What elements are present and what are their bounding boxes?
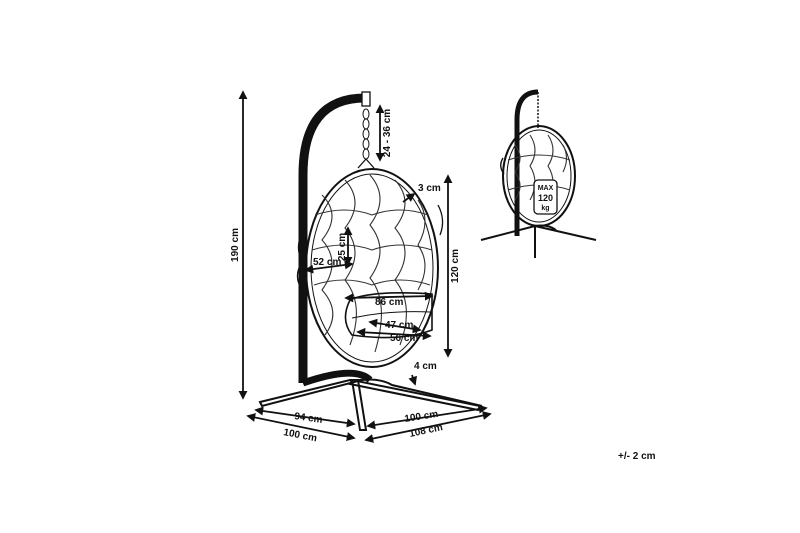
- seat-depth-label: 25 cm: [337, 233, 348, 261]
- max-weight-value: 120: [538, 193, 553, 203]
- base-right-leg-label: 100 cm: [404, 409, 439, 425]
- base-left-leg-label: 94 cm: [294, 411, 324, 426]
- stand-thickness-label: 4 cm: [414, 361, 437, 372]
- basket-width-label: 86 cm: [375, 297, 403, 308]
- chain: [357, 108, 375, 169]
- base-front-right-label: 108 cm: [408, 422, 444, 440]
- tolerance-label: +/- 2 cm: [618, 451, 656, 462]
- inset-chair-illustration: MAX 120 kg: [480, 89, 597, 258]
- total-height-label: 190 cm: [230, 228, 241, 262]
- max-label: MAX: [538, 185, 554, 192]
- dimension-lines: [238, 90, 492, 443]
- cushion-width-label: 47 cm: [385, 320, 413, 331]
- weave-pattern: [311, 174, 433, 353]
- basket-height-label: 120 cm: [450, 249, 461, 283]
- max-weight-unit: kg: [541, 205, 549, 212]
- rim-thickness-label: 3 cm: [418, 183, 441, 194]
- seat-width-label: 52 cm: [313, 257, 341, 268]
- chain-length-label: 24 - 36 cm: [382, 109, 393, 157]
- seat-width-lower-label: 56 cm: [390, 333, 418, 344]
